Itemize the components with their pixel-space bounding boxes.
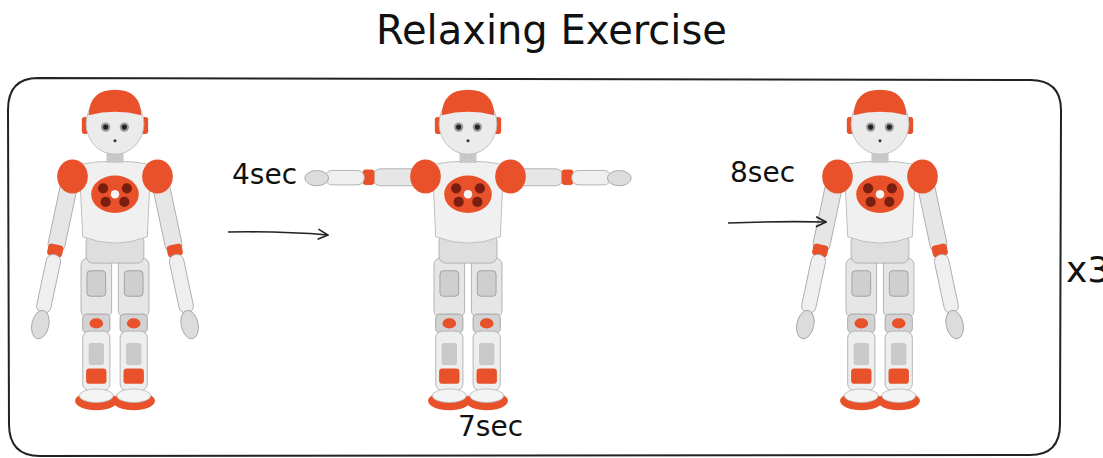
robot-standing [28, 90, 202, 410]
robot-arms-out [305, 90, 631, 410]
diagram-title: Relaxing Exercise [376, 8, 727, 52]
transition-arrow [228, 232, 328, 235]
duration-label: 4sec [232, 160, 297, 191]
exercise-frame [8, 78, 1061, 456]
transition-arrow [728, 222, 826, 223]
repeat-count: x3 [1066, 250, 1103, 290]
duration-label: 8sec [730, 158, 795, 189]
duration-label: 7sec [458, 412, 523, 443]
robot-standing [793, 90, 967, 410]
